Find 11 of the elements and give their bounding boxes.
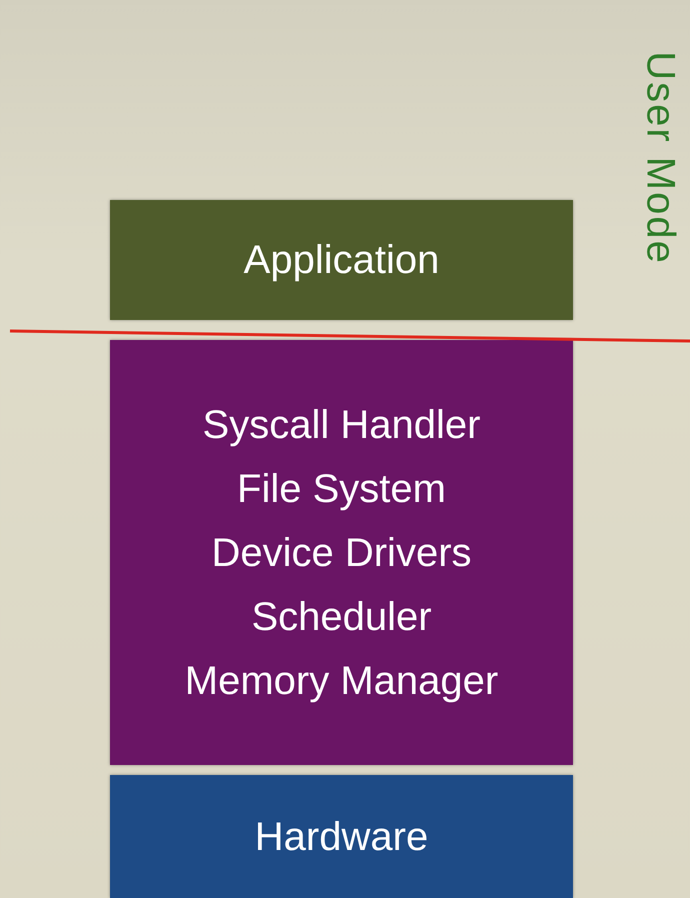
hardware-layer (110, 775, 573, 898)
kernel-layer (110, 340, 573, 765)
kernel-component-label: Scheduler (251, 594, 432, 640)
kernel-component-label: Memory Manager (184, 658, 498, 704)
layer-label: Hardware (254, 814, 428, 860)
mode-label: User Mode (638, 51, 682, 265)
application-layer (110, 200, 573, 320)
kernel-component-label: File System (237, 466, 446, 512)
kernel-component-label: Device Drivers (211, 530, 472, 576)
kernel-component-label: Syscall Handler (202, 402, 480, 448)
layer-label: Application (244, 237, 440, 284)
